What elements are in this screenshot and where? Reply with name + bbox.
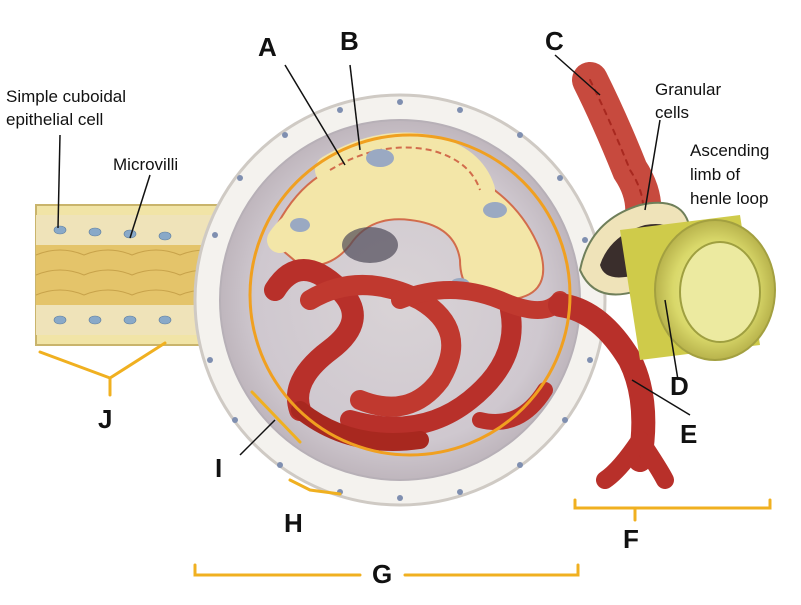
label-h: H bbox=[284, 508, 303, 538]
glomerulus-loops bbox=[267, 132, 545, 302]
leader-lines bbox=[57, 54, 691, 456]
annotation-ascending-3: henle loop bbox=[690, 189, 768, 208]
label-d: D bbox=[670, 371, 689, 401]
bracket-g-right bbox=[403, 563, 580, 577]
label-i: I bbox=[215, 453, 222, 483]
label-g: G bbox=[372, 559, 392, 589]
label-f: F bbox=[623, 524, 639, 554]
annotation-simple-cuboidal-1: Simple cuboidal bbox=[6, 87, 126, 106]
label-j: J bbox=[98, 404, 112, 434]
brackets bbox=[38, 341, 772, 577]
henle-loop-cylinder bbox=[620, 215, 776, 361]
annotation-microvilli: Microvilli bbox=[113, 155, 178, 174]
label-a: A bbox=[258, 32, 277, 62]
annotation-simple-cuboidal-2: epithelial cell bbox=[6, 110, 103, 129]
label-b: B bbox=[340, 26, 359, 56]
label-e: E bbox=[680, 419, 697, 449]
annotation-ascending-1: Ascending bbox=[690, 141, 769, 160]
annotation-ascending-2: limb of bbox=[690, 165, 740, 184]
glomerulus-circle-outline bbox=[248, 133, 572, 457]
bracket-f bbox=[573, 498, 772, 510]
annotation-granular-1: Granular bbox=[655, 80, 721, 99]
glomerulus-capillaries bbox=[264, 259, 569, 451]
bracket-i bbox=[250, 390, 302, 444]
bracket-g-left bbox=[193, 563, 362, 577]
bracket-j bbox=[38, 341, 167, 380]
bracket-h bbox=[288, 478, 342, 496]
annotation-granular-2: cells bbox=[655, 103, 689, 122]
label-c: C bbox=[545, 26, 564, 56]
